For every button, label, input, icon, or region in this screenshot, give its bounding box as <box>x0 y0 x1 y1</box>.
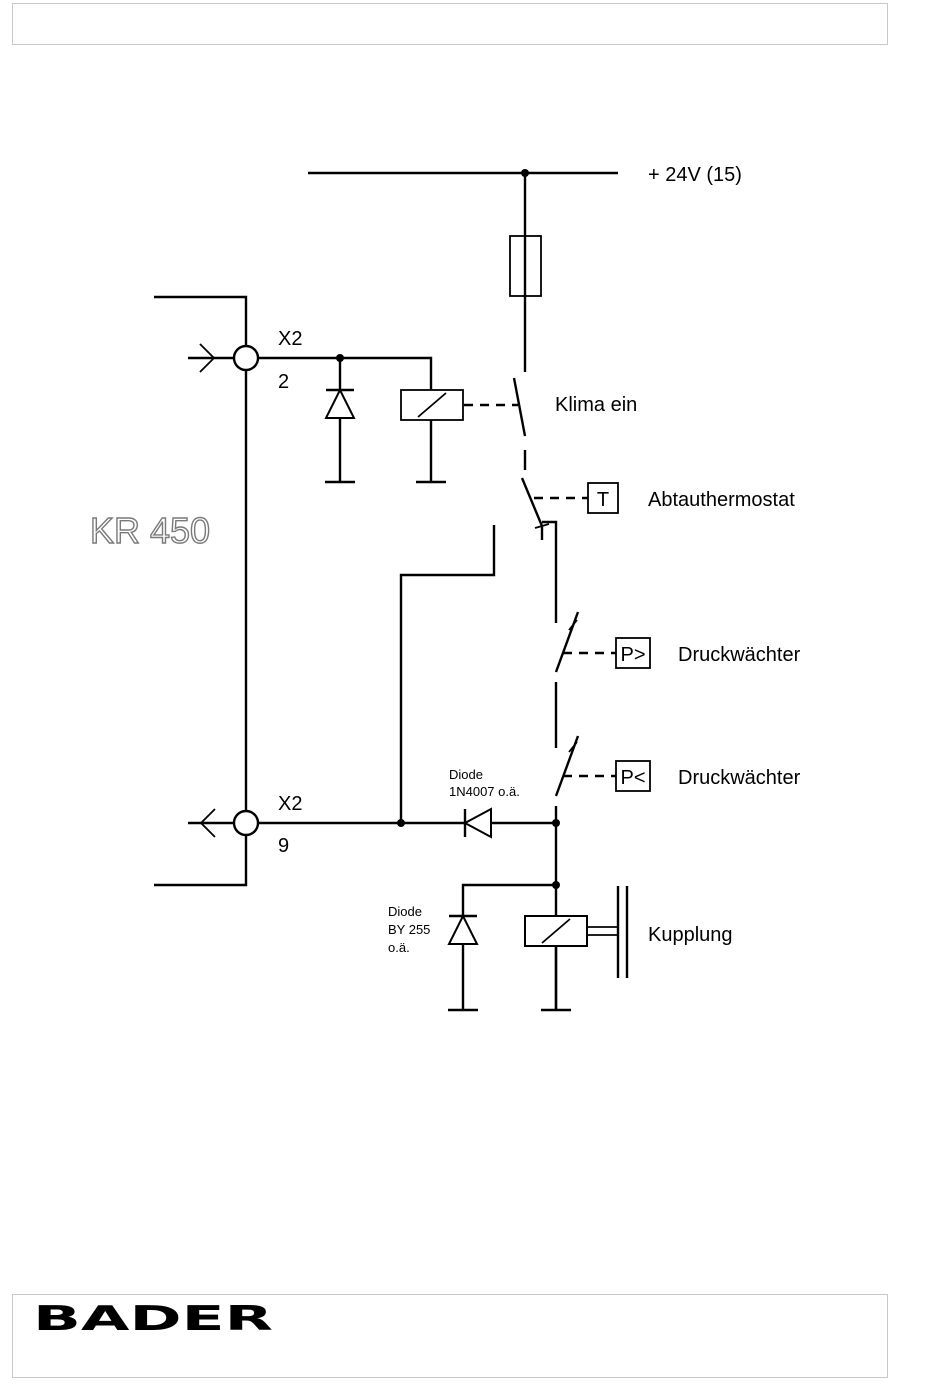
thermostat-to-pressure-wire <box>542 522 556 623</box>
diode-junction <box>552 819 560 827</box>
pressure-high-switch-blade <box>556 612 578 672</box>
bader-logo: BADER <box>33 1298 277 1334</box>
connector-bottom-pin-number: 9 <box>278 835 289 857</box>
pressure-low-label: Druckwächter <box>678 767 801 789</box>
relay-coil-slash <box>418 393 446 417</box>
series-diode-label-2: 1N4007 o.ä. <box>449 784 520 799</box>
thermostat-label: Abtauthermostat <box>648 489 795 511</box>
wiring-schematic: + 24V (15) Klima ein T Abtauthermostat P… <box>0 0 950 1290</box>
connector-bottom-pin <box>234 811 258 835</box>
thermostat-switch-blade <box>522 478 542 526</box>
series-diode-label-1: Diode <box>449 767 483 782</box>
module-label: KR 450 <box>90 510 210 551</box>
pressure-low-symbol: P< <box>620 767 645 789</box>
supply-label: + 24V (15) <box>648 164 742 186</box>
connector-bottom-name: X2 <box>278 793 302 815</box>
connector-top-name: X2 <box>278 328 302 350</box>
relay-diode-symbol <box>326 390 354 418</box>
series-diode-symbol <box>465 809 491 837</box>
thermostat-symbol: T <box>597 489 609 511</box>
logo-text: BADER <box>33 1299 273 1334</box>
module-outline <box>154 297 246 885</box>
clutch-diode-label-2: BY 255 <box>388 922 430 937</box>
clutch-diode-feed <box>463 885 556 916</box>
clutch-label: Kupplung <box>648 924 733 946</box>
pressure-high-symbol: P> <box>620 644 645 666</box>
klima-switch-blade <box>514 378 525 436</box>
connector-top-pin <box>234 346 258 370</box>
klima-label: Klima ein <box>555 394 637 416</box>
connector-top-pin-number: 2 <box>278 371 289 393</box>
clutch-diode-label-3: o.ä. <box>388 940 410 955</box>
pressure-high-label: Druckwächter <box>678 644 801 666</box>
clutch-diode-symbol <box>449 916 477 944</box>
clutch-diode-label-1: Diode <box>388 904 422 919</box>
